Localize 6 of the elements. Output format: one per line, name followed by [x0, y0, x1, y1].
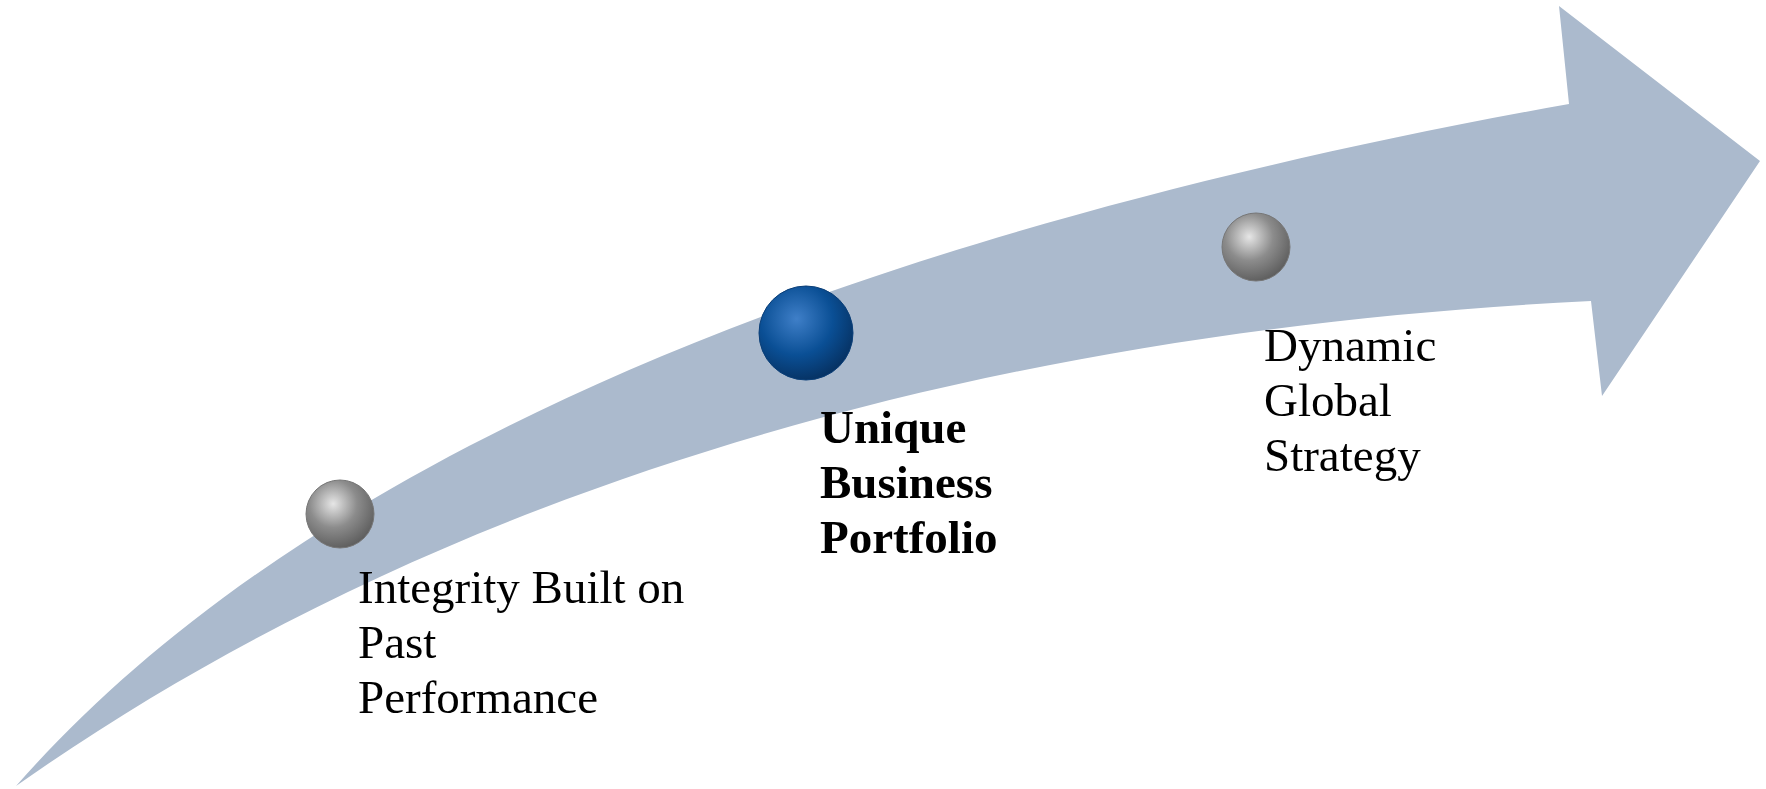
milestone-circle — [305, 479, 375, 549]
milestone-circle — [1221, 212, 1291, 282]
milestone-label: Dynamic Global Strategy — [1264, 318, 1438, 483]
milestone-label: Integrity Built on Past Performance — [358, 560, 686, 725]
milestone-label: Unique Business Portfolio — [820, 400, 999, 565]
highlighted-milestone-circle — [758, 285, 854, 381]
